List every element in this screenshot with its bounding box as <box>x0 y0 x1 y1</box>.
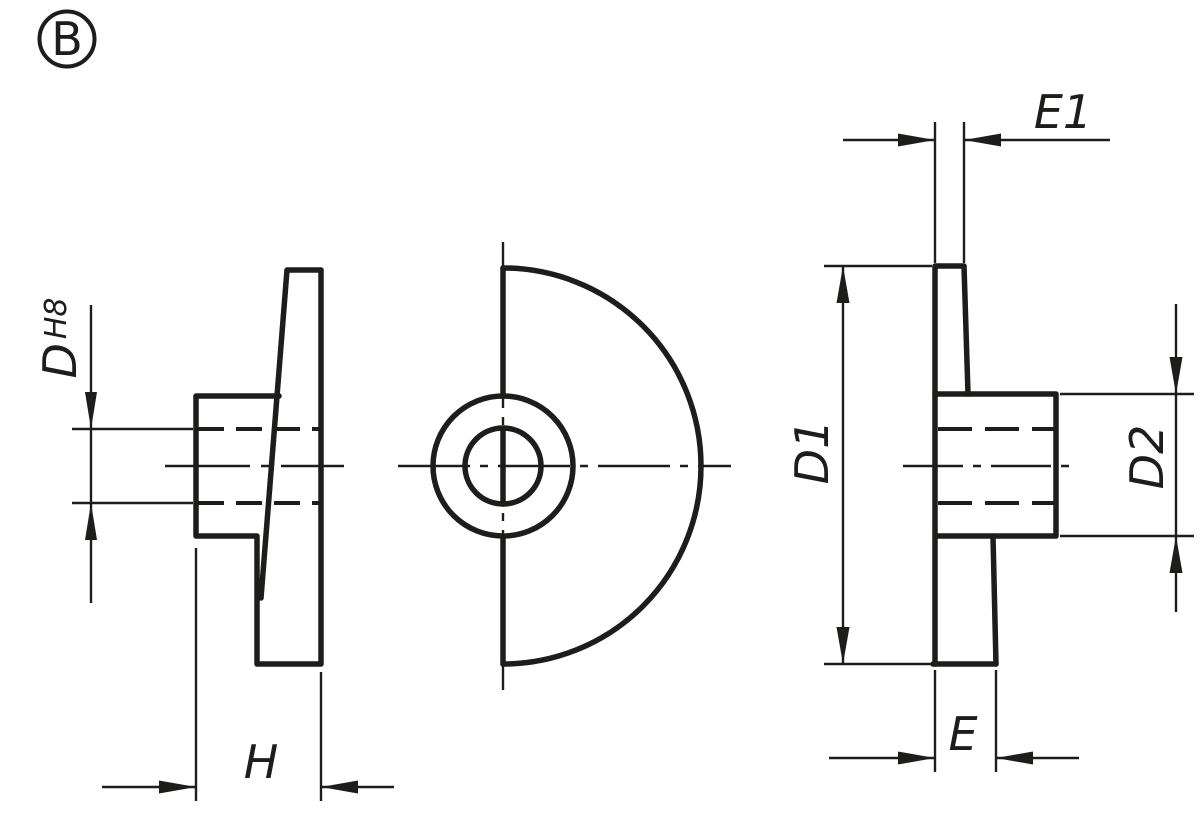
side-view-right: E1 D1 D2 <box>785 85 1194 772</box>
dimension-E: E <box>829 670 1079 772</box>
dimension-D-H8: D H8 <box>33 297 193 603</box>
view-badge-circle <box>37 9 97 69</box>
dimension-E1: E1 <box>843 85 1110 263</box>
arrowhead-right <box>898 133 935 147</box>
front-view <box>398 242 731 690</box>
dimension-D1: D1 <box>785 264 932 666</box>
arrowhead-up <box>836 266 850 303</box>
bore-tolerance-text: H8 <box>39 297 74 339</box>
arrowhead-left <box>996 751 1033 765</box>
right-view-disc-outline <box>932 263 971 667</box>
view-badge-letter: B <box>51 12 83 66</box>
left-view-outline <box>193 267 324 667</box>
label-base-thickness: E <box>948 707 977 761</box>
arrowhead-right <box>159 780 196 794</box>
hub-circle <box>430 393 576 539</box>
arrowhead-down <box>836 627 850 664</box>
dimension-D2: D2 <box>1060 304 1194 612</box>
arrowhead-right <box>898 751 935 765</box>
side-view-left: D H8 H <box>33 267 394 801</box>
label-grip-width: H <box>244 735 279 789</box>
label-outer-diameter: D1 <box>785 420 839 485</box>
arrowhead-down <box>1169 357 1183 394</box>
arrowhead-down <box>85 392 97 429</box>
arrowhead-up <box>1169 536 1183 573</box>
disc-semicircle-outline <box>500 265 704 667</box>
dimension-H: H <box>102 548 394 801</box>
view-badge: B <box>37 9 97 69</box>
label-hub-diameter: D2 <box>1120 425 1174 490</box>
right-view-front-face-lower <box>990 533 999 667</box>
arrowhead-left <box>321 780 358 794</box>
label-rim-thickness: E1 <box>1034 85 1092 139</box>
label-bore-diameter: D H8 <box>33 297 87 378</box>
arrowhead-up <box>85 503 97 540</box>
arrowhead-left <box>964 133 1001 147</box>
bore-circle <box>462 425 544 507</box>
bore-diameter-text: D <box>33 343 87 378</box>
